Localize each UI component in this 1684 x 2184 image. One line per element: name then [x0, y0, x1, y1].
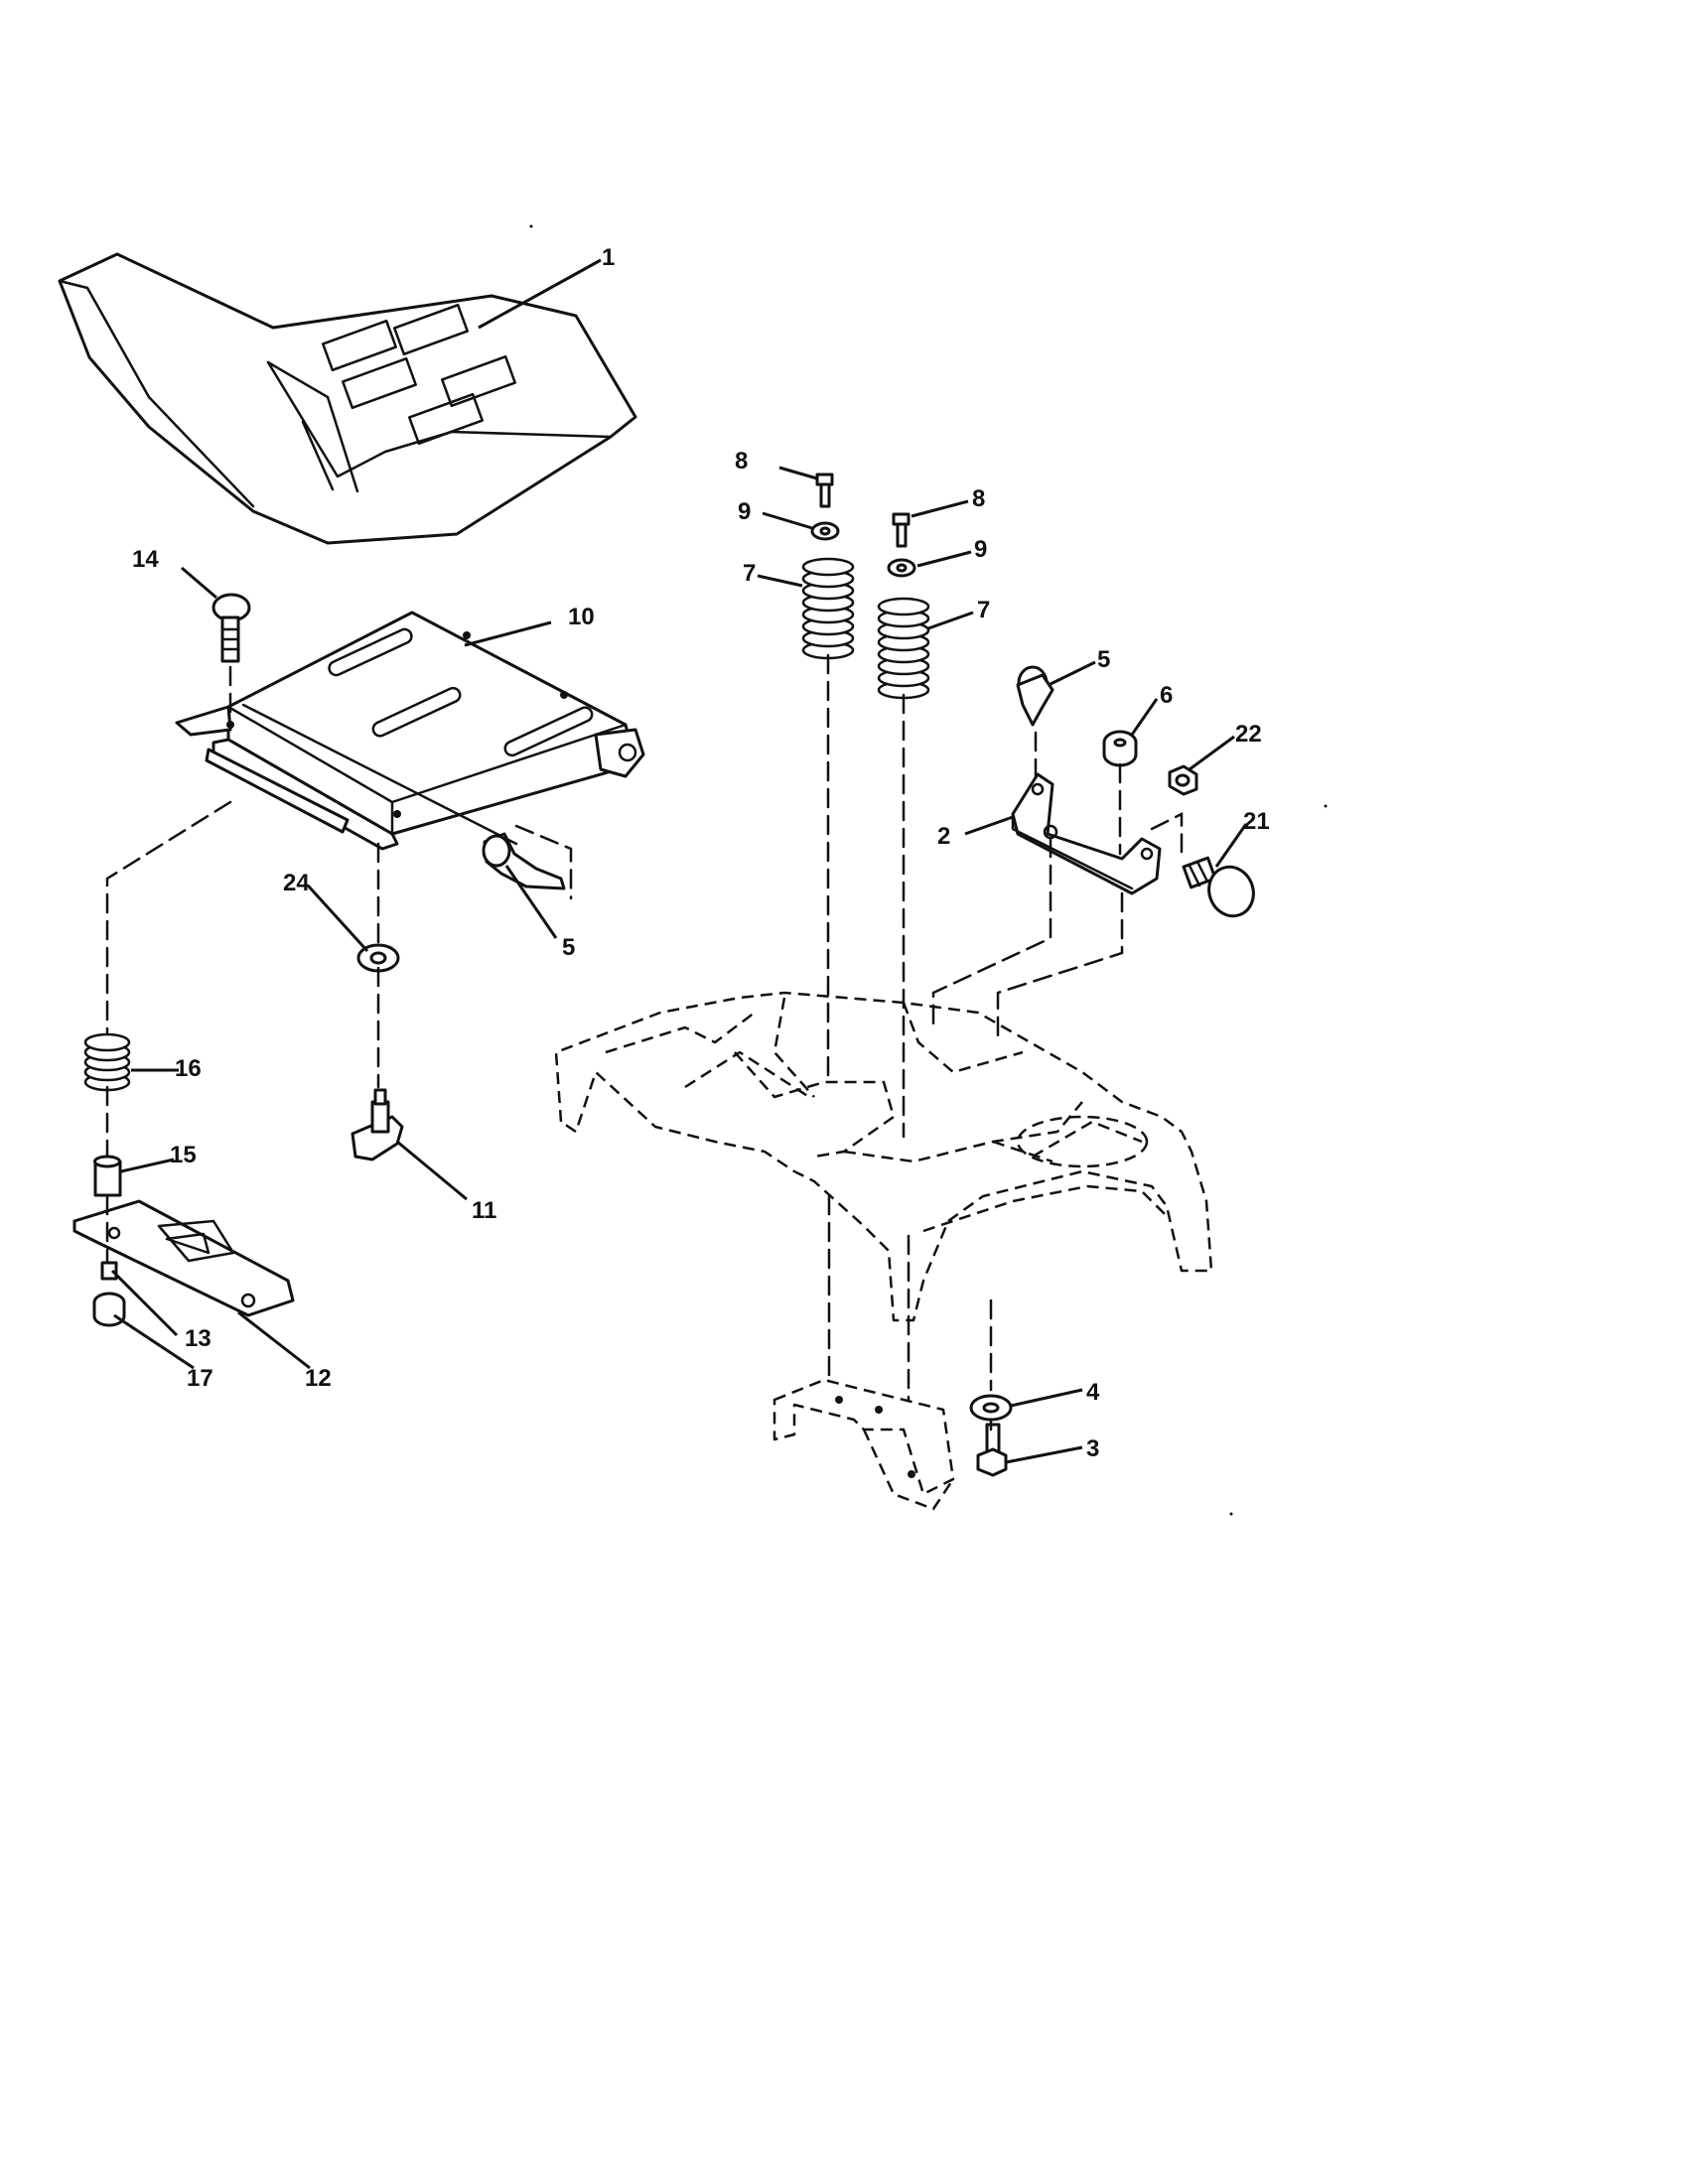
washer-9-left [810, 521, 840, 541]
callout-8-right: 8 [972, 485, 985, 512]
assembly-lines [105, 653, 1184, 1432]
callout-3: 3 [1086, 1435, 1099, 1462]
hex-nut-13 [100, 1261, 118, 1281]
callout-5-pan: 5 [562, 934, 575, 961]
small-spring [83, 1032, 131, 1092]
bolt-8-left [815, 473, 834, 508]
spring-7-left [801, 557, 855, 660]
seat [58, 252, 637, 545]
shoulder-bolt [1182, 856, 1255, 918]
bracket-plate [72, 1199, 295, 1317]
bolt-8-right [892, 512, 911, 548]
mounting-bracket [1011, 772, 1162, 895]
callout-24: 24 [283, 870, 310, 896]
callout-7-right: 7 [977, 597, 990, 623]
washer-9-right [887, 558, 916, 578]
callout-4: 4 [1086, 1379, 1100, 1406]
seat-pan [175, 611, 645, 851]
callout-7-left: 7 [743, 560, 756, 587]
callout-14: 14 [132, 546, 159, 573]
callout-22: 22 [1235, 721, 1262, 748]
callout-12: 12 [305, 1365, 332, 1392]
spring-7-right [877, 597, 930, 700]
callout-21: 21 [1243, 808, 1270, 835]
hex-bolt-3 [976, 1423, 1008, 1477]
callout-2: 2 [937, 823, 950, 850]
washer-left [356, 943, 400, 973]
flange-nut-17 [92, 1292, 126, 1327]
callout-11: 11 [472, 1197, 496, 1224]
nut-6 [1102, 730, 1138, 767]
nut-22 [1168, 764, 1198, 796]
callout-8-left: 8 [735, 448, 748, 475]
callout-17: 17 [187, 1365, 213, 1392]
callout-9-right: 9 [974, 536, 987, 563]
callout-16: 16 [175, 1055, 202, 1082]
callout-5-bracket: 5 [1097, 646, 1110, 673]
callout-10: 10 [568, 604, 595, 630]
callout-labels: 1 2 3 4 5 5 5 6 7 7 8 8 9 9 10 11 12 13 … [132, 244, 1270, 1462]
callout-1: 1 [602, 244, 615, 271]
carriage-bolt [211, 593, 251, 663]
callout-6: 6 [1160, 682, 1173, 709]
spacer [93, 1155, 122, 1197]
knob [351, 1088, 404, 1161]
leader-lines [110, 258, 1248, 1464]
callout-15: 15 [170, 1142, 197, 1168]
washer-4 [969, 1394, 1013, 1422]
callout-9-left: 9 [738, 498, 751, 525]
frame-bracket-phantom [772, 1378, 955, 1511]
clip-right [1016, 665, 1054, 727]
clip-left [482, 824, 573, 900]
callout-13: 13 [185, 1325, 211, 1352]
fender-phantom [554, 991, 1213, 1322]
